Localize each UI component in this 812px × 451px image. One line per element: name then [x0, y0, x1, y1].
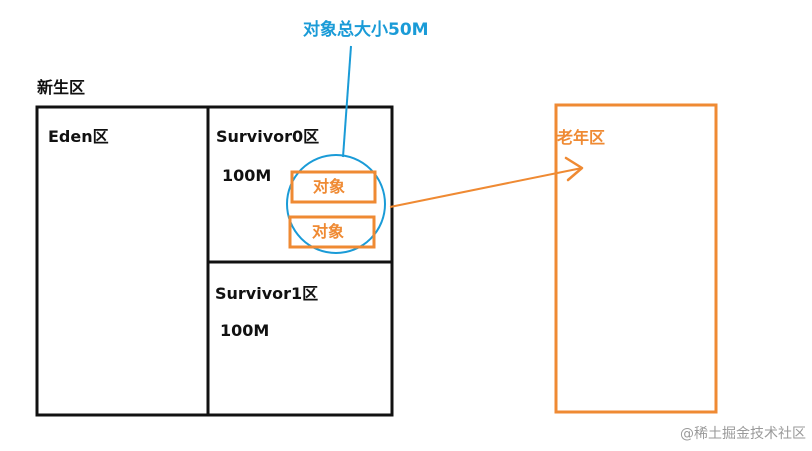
- object-box-2: [288, 215, 376, 249]
- callout-text: 对象总大小50M: [303, 20, 429, 40]
- old-generation-label: 老年区: [557, 128, 606, 147]
- old-generation-box: [554, 103, 718, 414]
- object-box-1: [290, 170, 377, 204]
- survivor0-label: Survivor0区: [216, 127, 320, 146]
- promotion-arrow-line: [389, 167, 583, 208]
- watermark: @稀土掘金技术社区: [680, 426, 806, 442]
- object-label-1: 对象: [313, 177, 346, 196]
- survivor1-label: Survivor1区: [215, 284, 319, 303]
- object-label-2: 对象: [312, 222, 345, 241]
- callout-circle: [286, 154, 386, 254]
- young-generation-title: 新生区: [37, 78, 86, 97]
- eden-label: Eden区: [48, 127, 109, 146]
- survivor0-size: 100M: [222, 166, 272, 185]
- survivor1-size: 100M: [220, 321, 270, 340]
- callout-pointer-line: [342, 45, 352, 158]
- promotion-arrow-head: [564, 156, 584, 182]
